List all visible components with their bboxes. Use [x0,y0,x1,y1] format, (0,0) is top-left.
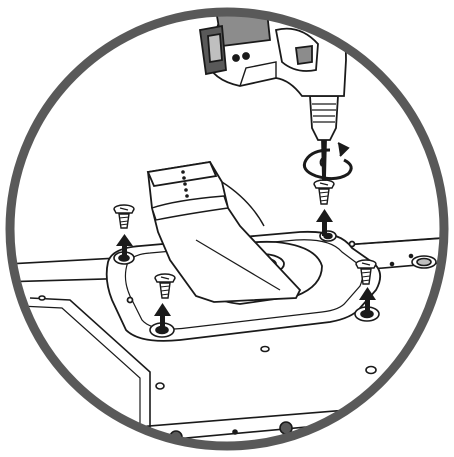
rotate-clockwise-icon [304,143,351,179]
screw-icon [114,205,134,228]
power-drill-icon [200,0,346,180]
screw-icon [314,180,334,204]
